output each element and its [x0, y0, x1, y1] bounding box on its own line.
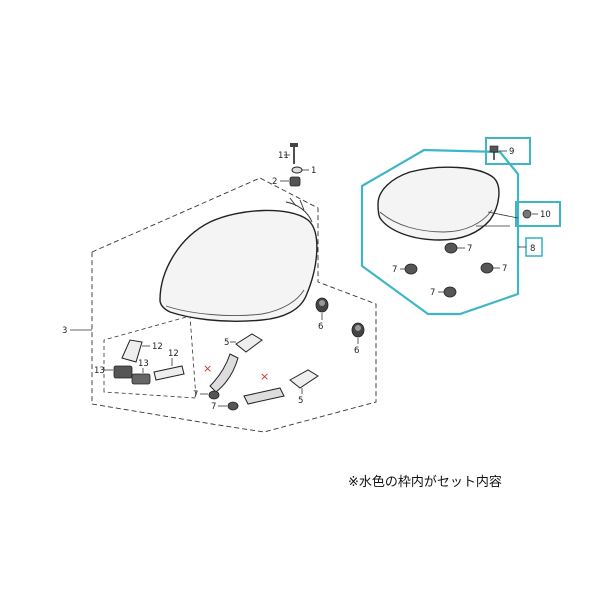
- mount-6b-icon: [351, 322, 365, 338]
- mount-6a-icon: [315, 297, 329, 313]
- group-outline-3: [91, 177, 377, 433]
- part-label-9: 9: [509, 147, 514, 157]
- set-contents-caption: ※水色の枠内がセット内容: [348, 475, 502, 490]
- part-label-7e: 7: [502, 264, 507, 274]
- part-label-7d: 7: [392, 265, 397, 275]
- part-label-3: 3: [62, 326, 67, 336]
- part-label-1: 1: [311, 166, 316, 176]
- rider-seat: [159, 197, 318, 322]
- part-9-highlight: [485, 137, 531, 165]
- washer-10-icon: [522, 209, 532, 219]
- part-label-12b: 12: [168, 349, 179, 359]
- part-label-7b: 7: [211, 402, 216, 412]
- bracket-5b-icon: [289, 369, 319, 389]
- bolt-9-icon: [489, 145, 499, 160]
- bracket-12b-icon: [153, 365, 185, 381]
- washer-1-icon: [291, 166, 303, 174]
- collar-7c-icon: [444, 242, 458, 254]
- part-label-6a: 6: [318, 322, 323, 332]
- bracket-12a-icon: [121, 339, 143, 363]
- collar-7f-icon: [443, 286, 457, 298]
- part-label-11: 11: [278, 151, 289, 161]
- sub-outline-12-13: [103, 315, 197, 399]
- part-label-12a: 12: [152, 342, 163, 352]
- part-label-10: 10: [540, 210, 551, 220]
- part-label-13a: 13: [94, 366, 105, 376]
- part-label-2: 2: [272, 177, 277, 187]
- part-label-13b: 13: [138, 359, 149, 369]
- strip-right-icon: [243, 387, 285, 405]
- nut-2-icon: [289, 176, 301, 187]
- set-contents-outline: [360, 148, 520, 316]
- part-label-5a: 5: [224, 338, 229, 348]
- part-label-7c: 7: [467, 244, 472, 254]
- part-label-8: 8: [530, 244, 535, 254]
- x-mark-right: ×: [260, 370, 269, 383]
- part-label-6b: 6: [354, 346, 359, 356]
- part-10-highlight: [515, 201, 561, 227]
- bracket-5a-icon: [235, 333, 263, 353]
- part-label-5b: 5: [298, 396, 303, 406]
- part-label-7a: 7: [193, 390, 198, 400]
- part-label-7f: 7: [430, 288, 435, 298]
- collar-7d-icon: [404, 263, 418, 275]
- bolt-11-icon: [290, 143, 298, 164]
- strip-left-icon: [209, 353, 239, 393]
- collar-7a-icon: [208, 390, 220, 400]
- clip-13b-icon: [131, 373, 151, 385]
- collar-7b-icon: [227, 401, 239, 411]
- clip-13a-icon: [113, 365, 133, 379]
- collar-7e-icon: [480, 262, 494, 274]
- x-mark-left: ×: [203, 362, 212, 375]
- pillion-seat: [377, 166, 519, 241]
